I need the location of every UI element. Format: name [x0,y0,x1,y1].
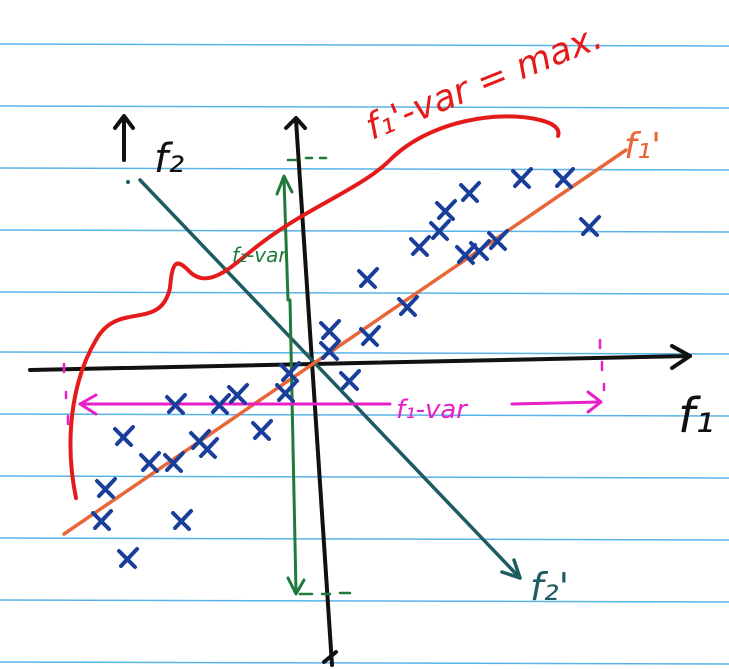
data-point-marker [113,425,135,447]
data-point-marker [251,419,273,441]
data-point-marker [91,509,113,531]
paper-line [0,167,729,171]
f2-axis-label-arrow [113,114,135,162]
f2-axis-bottom-mark [322,650,338,664]
f2-axis-top-arrowhead [284,116,307,130]
f2-axis [284,116,338,667]
data-point-marker [117,547,139,569]
data-point-marker [279,361,301,383]
data-point-marker [553,167,575,189]
f2-prime-arrowhead [500,558,522,580]
f1-var-arrow [62,338,606,426]
f1-axis-label: f₁ [678,388,714,444]
data-point-marker [435,199,457,221]
data-point-marker [227,383,249,405]
data-point-marker [511,167,533,189]
paper-line [0,43,729,47]
data-points [91,167,601,569]
paper-line [0,351,729,355]
f1-axis [28,344,692,372]
f1-var-label: f₁-var [396,395,469,425]
data-point-marker [397,295,419,317]
data-point-marker [163,451,185,473]
data-point-marker [487,229,509,251]
data-point-marker [171,509,193,531]
paper-line [0,229,729,233]
data-point-marker [469,239,491,261]
data-point-marker [429,219,451,241]
data-point-marker [339,369,361,391]
paper-line [0,105,729,109]
f2-var-label: f₂-var [232,243,288,267]
paper-line [0,599,729,603]
paper-line [0,661,729,665]
data-point-marker [139,451,161,473]
f2-var-arrow [275,156,352,596]
f2-prime-label: f₂' [530,565,569,609]
data-point-marker [319,319,341,341]
f1-axis-arrowhead [670,344,692,370]
data-point-marker [459,181,481,203]
data-point-marker [579,215,601,237]
f1-prime-var-brace [68,114,561,500]
f2-prime-line [126,178,522,580]
data-point-marker [95,477,117,499]
data-point-marker [189,429,211,451]
data-point-marker [455,243,477,265]
data-point-marker [165,393,187,415]
data-point-marker [319,339,341,361]
data-point-marker [409,235,431,257]
paper-line [0,291,729,295]
f1-prime-var-max-label: f₁'-var = max. [360,16,608,148]
data-point-marker [359,325,381,347]
f1-prime-label: f₁' [624,126,661,167]
ruled-paper-lines [0,43,729,665]
data-point-marker [275,381,297,403]
f2-prime-dot [126,180,130,184]
paper-line [0,475,729,479]
data-point-marker [209,393,231,415]
paper-line [0,537,729,541]
f2-axis-label: f₂ [154,136,184,182]
data-point-marker [357,267,379,289]
